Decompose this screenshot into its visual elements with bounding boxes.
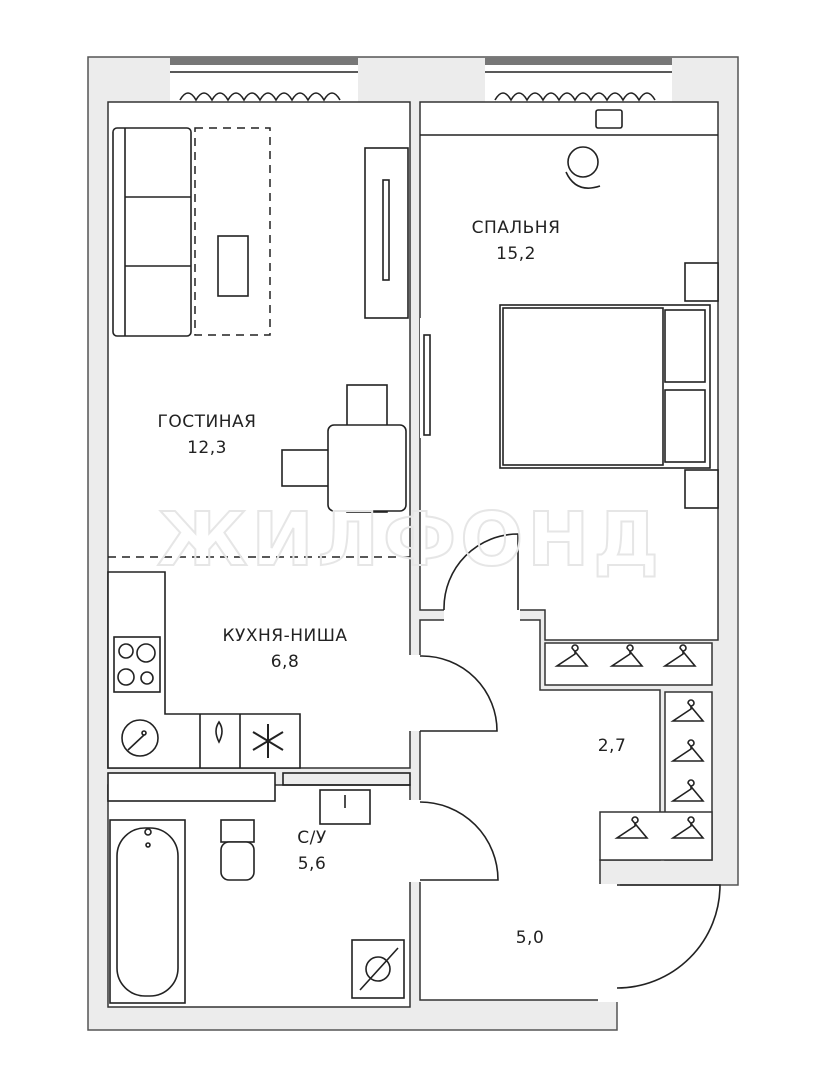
room-area-bathroom: 5,6 — [298, 854, 327, 874]
room-name-bathroom: С/У — [297, 828, 327, 848]
entrance-door[interactable] — [616, 884, 721, 989]
room-name-living: ГОСТИНАЯ — [158, 412, 257, 432]
bathroom-shelf — [107, 772, 276, 802]
window-right-frame — [485, 57, 672, 65]
partition — [282, 772, 411, 786]
nightstand-bottom — [684, 469, 719, 509]
bed — [499, 304, 711, 469]
coffee-table — [217, 235, 249, 297]
kitchen-door[interactable] — [420, 655, 498, 732]
fridge-snowflake-icon — [252, 724, 284, 758]
kitchen-counter — [107, 571, 301, 769]
room-area-wardrobe: 2,7 — [598, 736, 627, 756]
room-name-bedroom: СПАЛЬНЯ — [472, 218, 561, 238]
radiator-left — [179, 92, 341, 102]
room-name-kitchen: КУХНЯ-НИША — [222, 626, 347, 646]
dishwasher-icon — [215, 720, 223, 744]
nightstand-top — [684, 262, 719, 302]
bedroom-door[interactable] — [443, 533, 519, 610]
room-area-kitchen: 6,8 — [271, 652, 300, 672]
washbasin-icon — [319, 789, 371, 825]
watermark: ЖИЛФОНД — [157, 497, 663, 583]
bathroom-door-opening — [409, 800, 422, 882]
window-niche-left — [170, 76, 358, 102]
armchair-icon — [565, 146, 601, 189]
toilet-icon — [220, 819, 255, 881]
bathtub-icon — [109, 819, 186, 1004]
sliding-door-slot — [420, 318, 426, 438]
desk — [595, 109, 623, 129]
room-area-hallway: 5,0 — [516, 928, 545, 948]
kitchen-sink-icon — [121, 719, 159, 757]
kitchen-door-opening — [409, 655, 422, 731]
bathroom-door[interactable] — [419, 801, 499, 881]
room-area-bedroom: 15,2 — [496, 244, 536, 264]
bedroom-door-opening — [444, 608, 520, 622]
sofa — [112, 127, 192, 337]
wardrobe-bottom — [599, 811, 713, 861]
washing-machine-icon — [351, 939, 405, 999]
window-left-frame — [170, 57, 358, 65]
tv — [382, 179, 390, 281]
room-area-living: 12,3 — [187, 438, 227, 458]
sliding-door[interactable] — [423, 334, 431, 436]
cooktop-icon — [113, 636, 161, 693]
entrance-opening — [598, 884, 620, 1002]
dining-set — [281, 384, 407, 513]
radiator-right — [494, 92, 656, 102]
